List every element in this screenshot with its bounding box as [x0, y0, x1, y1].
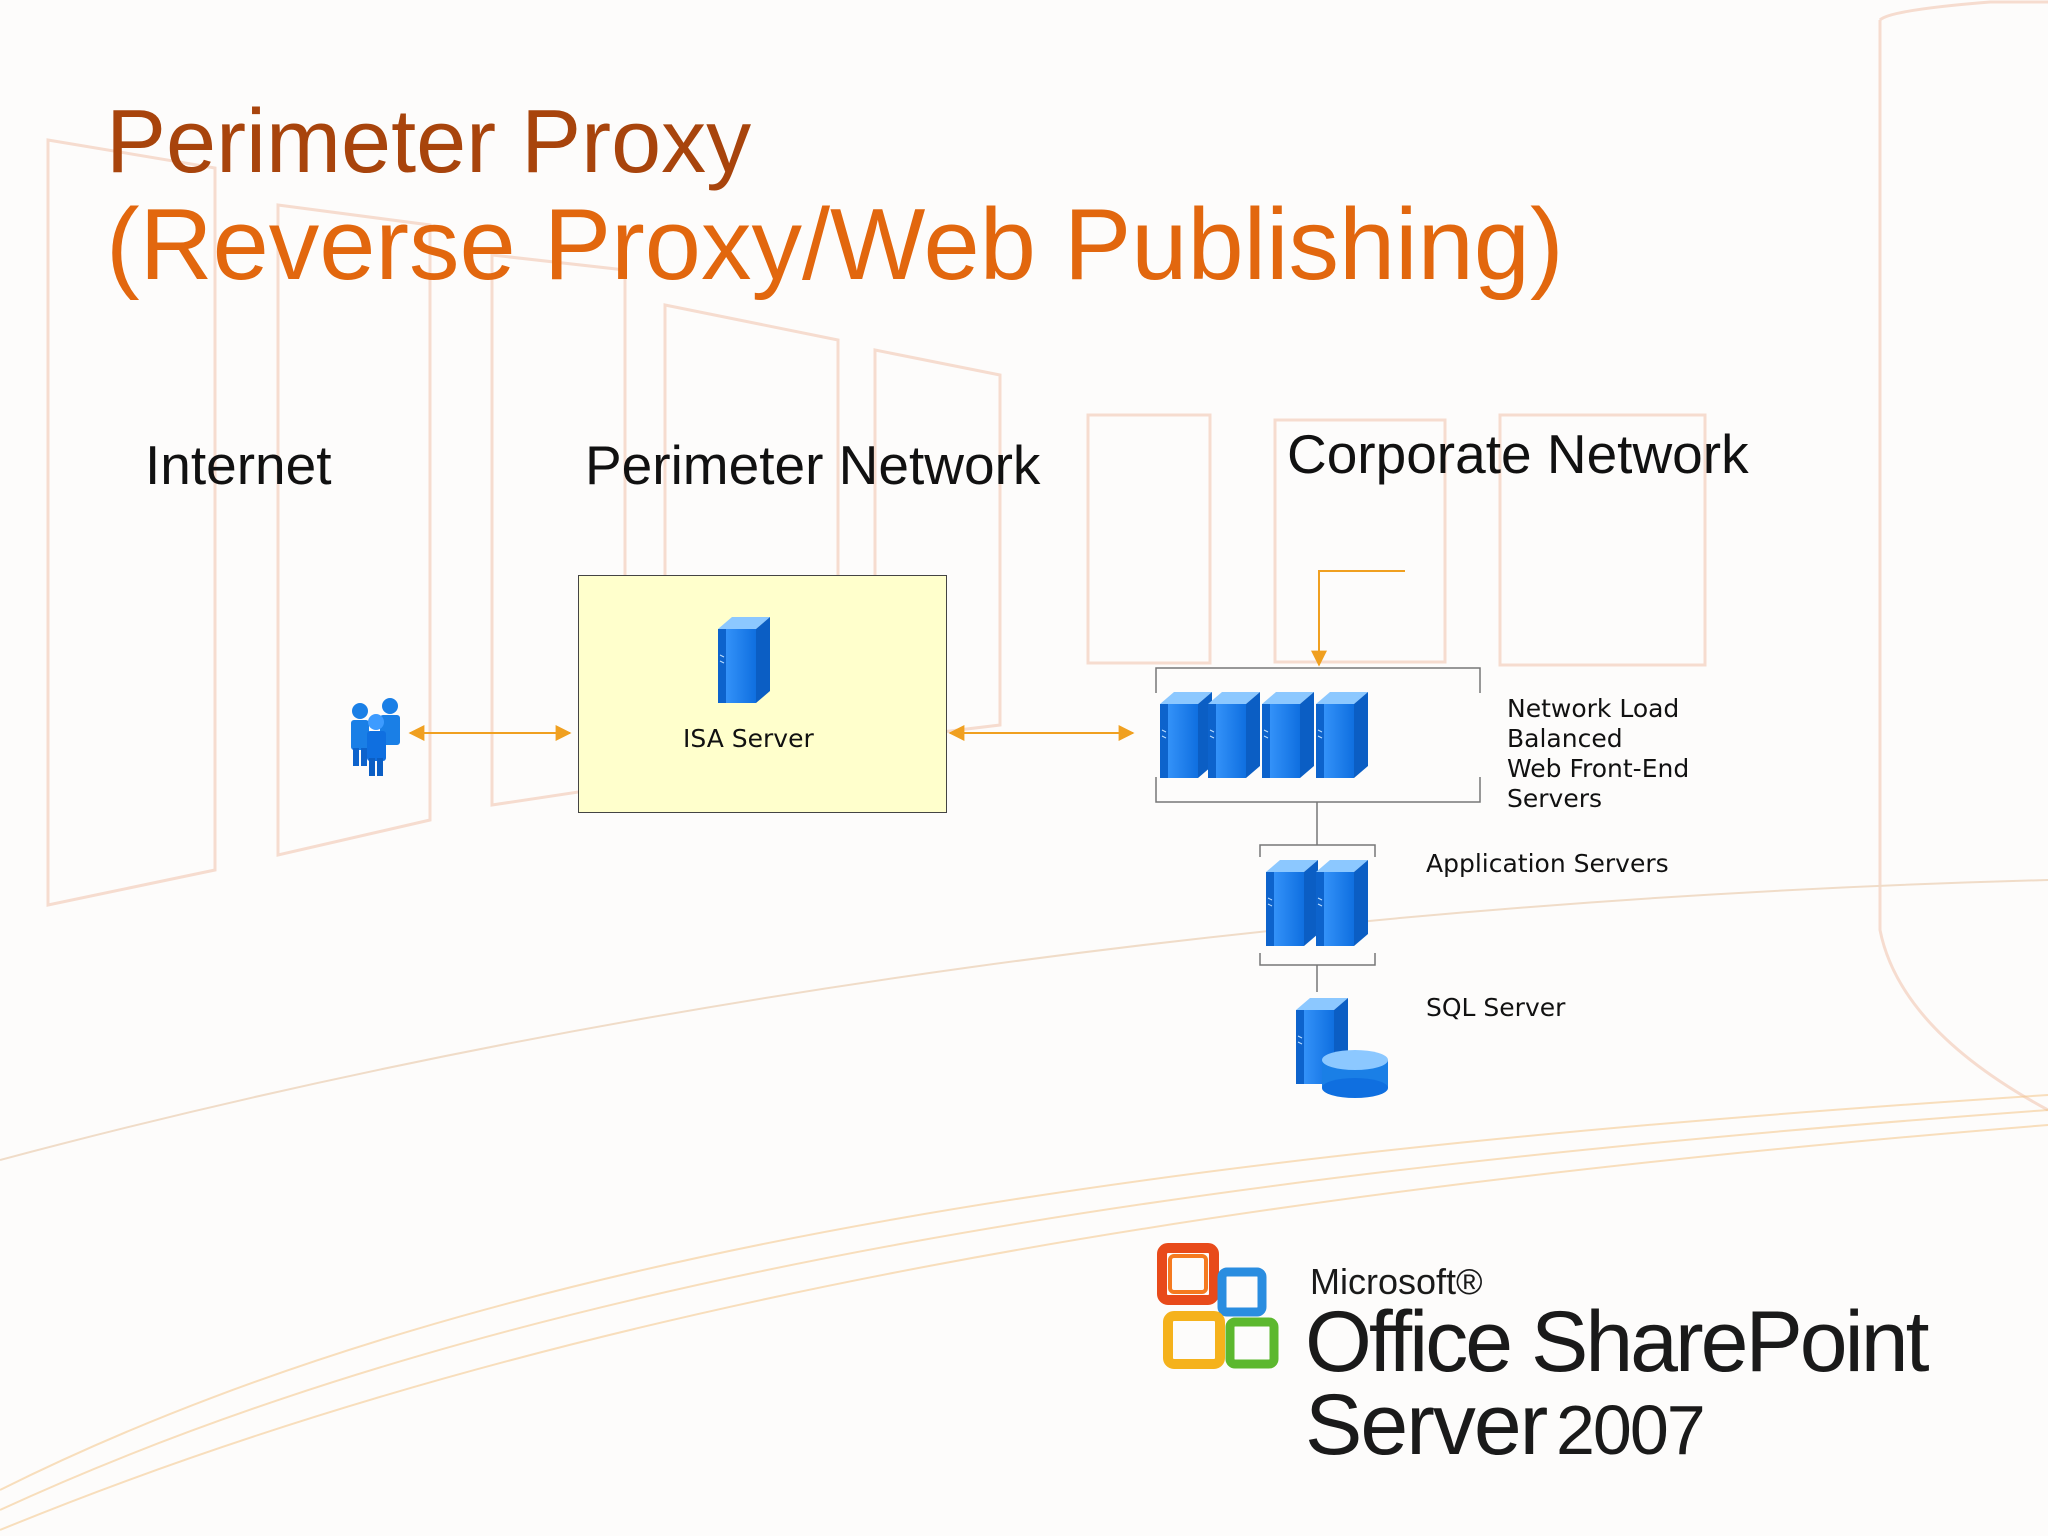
nlb-label-line-1: Network Load [1507, 694, 1680, 723]
office-logo-icon [1157, 1243, 1279, 1369]
wfe-server-icon [1315, 691, 1369, 779]
logo-microsoft: Microsoft® [1310, 1261, 1483, 1302]
zone-perimeter-label: Perimeter Network [585, 434, 1041, 496]
app-servers-label: Application Servers [1426, 849, 1669, 878]
logo-year: 2007 [1556, 1391, 1706, 1469]
users-icon [351, 698, 400, 776]
database-icon [1295, 997, 1388, 1098]
zone-corporate-label: Corporate Network [1287, 423, 1749, 485]
wfe-server-icon [1207, 691, 1261, 779]
nlb-label-line-2: Balanced [1507, 724, 1623, 753]
wfe-bracket-bottom [1155, 777, 1481, 803]
title-line-2: (Reverse Proxy/Web Publishing) [106, 189, 1564, 301]
isa-server-label: ISA Server [683, 724, 814, 753]
app-server-icon [1265, 859, 1319, 947]
arrow-incoming-corporate [1311, 570, 1405, 667]
app-server-icon [1315, 859, 1369, 947]
app-bracket [1259, 844, 1376, 857]
isa-server-icon [717, 616, 771, 704]
nlb-label-line-3: Web Front-End [1507, 754, 1690, 783]
nlb-label-line-4: Servers [1507, 784, 1603, 813]
wfe-server-icon [1159, 691, 1213, 779]
zone-internet-label: Internet [145, 434, 332, 496]
sql-server-label: SQL Server [1426, 993, 1566, 1022]
app-bracket-bottom [1259, 953, 1376, 966]
logo-product: Office SharePoint [1305, 1294, 1929, 1390]
title-line-1: Perimeter Proxy [106, 92, 752, 192]
wfe-bracket [1155, 667, 1481, 693]
wfe-server-icon [1261, 691, 1315, 779]
logo-server: Server [1305, 1377, 1548, 1473]
